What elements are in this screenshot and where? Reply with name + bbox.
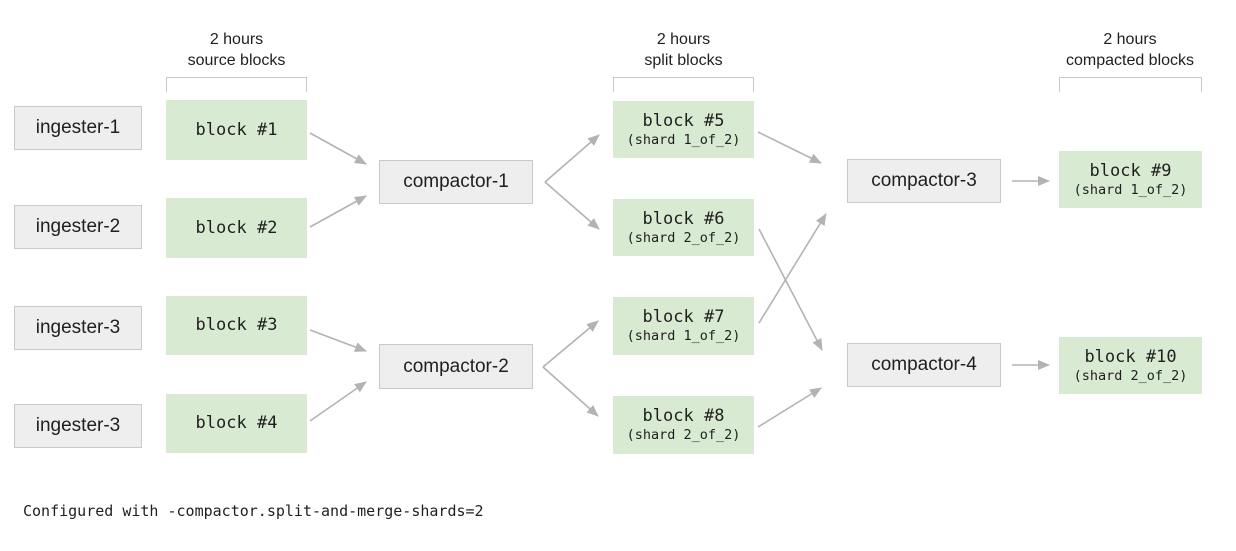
compacted-block-9: block #9 (shard 1_of_2) (1059, 151, 1202, 208)
header-line2: compacted blocks (1065, 52, 1195, 69)
block-label: block #4 (195, 413, 278, 433)
source-block-2: block #2 (166, 198, 307, 258)
block-label: block #3 (195, 315, 278, 335)
shard-label: (shard 2_of_2) (626, 427, 741, 443)
source-block-3: block #3 (166, 296, 307, 355)
block-label: block #9 (1089, 160, 1172, 181)
column-header-split: 2 hours split blocks (613, 29, 754, 71)
split-block-6: block #6 (shard 2_of_2) (613, 199, 754, 256)
range-bracket-source (166, 77, 307, 92)
block-label: block #2 (195, 217, 278, 238)
ingester-2-node: ingester-2 (14, 205, 142, 249)
node-label: compactor-1 (403, 171, 509, 192)
ingester-4-node: ingester-3 (14, 404, 142, 448)
split-block-8: block #8 (shard 2_of_2) (613, 396, 754, 454)
header-line2: split blocks (644, 52, 723, 69)
compactor-1-node: compactor-1 (379, 160, 533, 204)
ingester-1-node: ingester-1 (14, 106, 142, 150)
compactor-2-node: compactor-2 (379, 344, 533, 389)
node-label: ingester-3 (35, 317, 121, 338)
block-label: block #10 (1084, 346, 1177, 367)
header-line1: 2 hours (209, 31, 264, 48)
compactor-3-node: compactor-3 (847, 159, 1001, 203)
shard-label: (shard 1_of_2) (626, 328, 741, 344)
node-label: compactor-3 (871, 170, 977, 191)
source-block-1: block #1 (166, 100, 307, 160)
config-caption: Configured with -compactor.split-and-mer… (23, 502, 484, 520)
block-label: block #6 (642, 208, 725, 229)
header-line1: 2 hours (656, 31, 711, 48)
shard-label: (shard 1_of_2) (626, 131, 741, 148)
shard-label: (shard 2_of_2) (626, 229, 741, 246)
split-block-5: block #5 (shard 1_of_2) (613, 101, 754, 158)
block-label: block #8 (642, 406, 725, 426)
node-label: ingester-2 (35, 216, 121, 237)
block-label: block #1 (195, 119, 278, 140)
source-block-4: block #4 (166, 394, 307, 453)
node-label: compactor-4 (871, 354, 977, 375)
header-line1: 2 hours (1103, 31, 1157, 48)
node-label: compactor-2 (403, 355, 509, 377)
range-bracket-split (613, 77, 754, 92)
node-label: ingester-3 (35, 415, 121, 436)
compacted-block-10: block #10 (shard 2_of_2) (1059, 337, 1202, 394)
block-label: block #7 (642, 307, 725, 327)
header-line2: source blocks (187, 52, 286, 69)
split-block-7: block #7 (shard 1_of_2) (613, 297, 754, 355)
compactor-4-node: compactor-4 (847, 343, 1001, 387)
block-label: block #5 (642, 110, 725, 131)
ingester-3-node: ingester-3 (14, 306, 142, 350)
column-header-source: 2 hours source blocks (166, 29, 307, 71)
shard-label: (shard 2_of_2) (1073, 367, 1188, 384)
node-label: ingester-1 (35, 117, 121, 138)
range-bracket-compacted (1059, 77, 1202, 92)
shard-label: (shard 1_of_2) (1073, 181, 1188, 198)
column-header-compacted: 2 hours compacted blocks (1058, 29, 1202, 71)
